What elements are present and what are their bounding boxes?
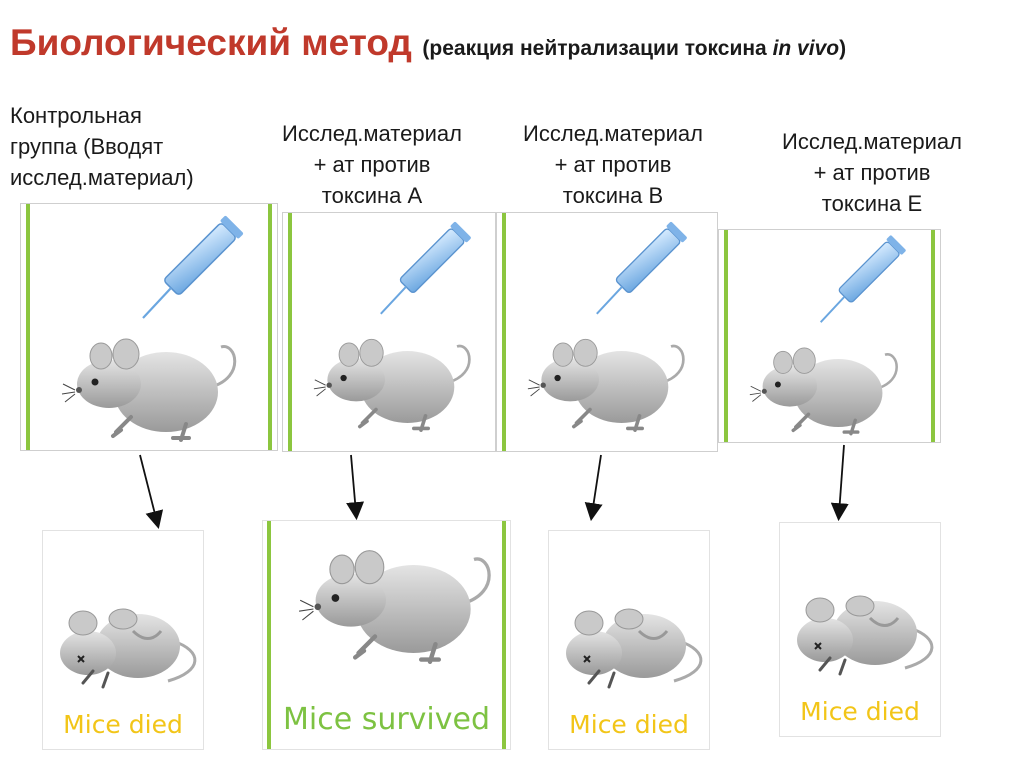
page-title: Биологический метод (реакция нейтрализац… xyxy=(10,22,846,64)
result-card-control: Mice died xyxy=(42,530,204,750)
injection-card-toxin-b xyxy=(496,212,718,452)
arrow-toxin-b xyxy=(584,454,603,522)
arrow-toxin-a xyxy=(346,454,365,521)
result-text: Mice died xyxy=(800,697,920,726)
group-label-toxin-a: Исслед.материал + ат против токсина А xyxy=(282,121,462,208)
dead-mouse-icon xyxy=(58,607,197,689)
result-text: Mice survived xyxy=(282,702,491,737)
injection-card-control xyxy=(20,203,278,451)
arrow-control xyxy=(139,454,164,529)
arrow-toxin-e xyxy=(830,444,849,522)
dead-mouse-icon xyxy=(564,607,703,689)
result-text: Mice died xyxy=(63,710,183,739)
result-card-toxin-a: Mice survived xyxy=(262,520,511,750)
injection-card-toxin-a xyxy=(282,212,496,452)
group-label-control: Контрольная группа (Вводят исслед.матери… xyxy=(10,103,194,190)
title-subtitle: (реакция нейтрализации токсина in vivo) xyxy=(422,37,847,60)
mouse-icon xyxy=(299,551,489,662)
group-label-toxin-e: Исслед.материал + ат против токсина Е xyxy=(782,129,962,216)
injection-card-toxin-e xyxy=(718,229,941,443)
dead-mouse-icon xyxy=(795,594,934,676)
group-label-toxin-b: Исслед.материал + ат против токсина В xyxy=(523,121,703,208)
result-card-toxin-b: Mice died xyxy=(548,530,710,750)
title-main: Биологический метод xyxy=(10,22,412,63)
result-text: Mice died xyxy=(569,710,689,739)
result-card-toxin-e: Mice died xyxy=(779,522,941,737)
